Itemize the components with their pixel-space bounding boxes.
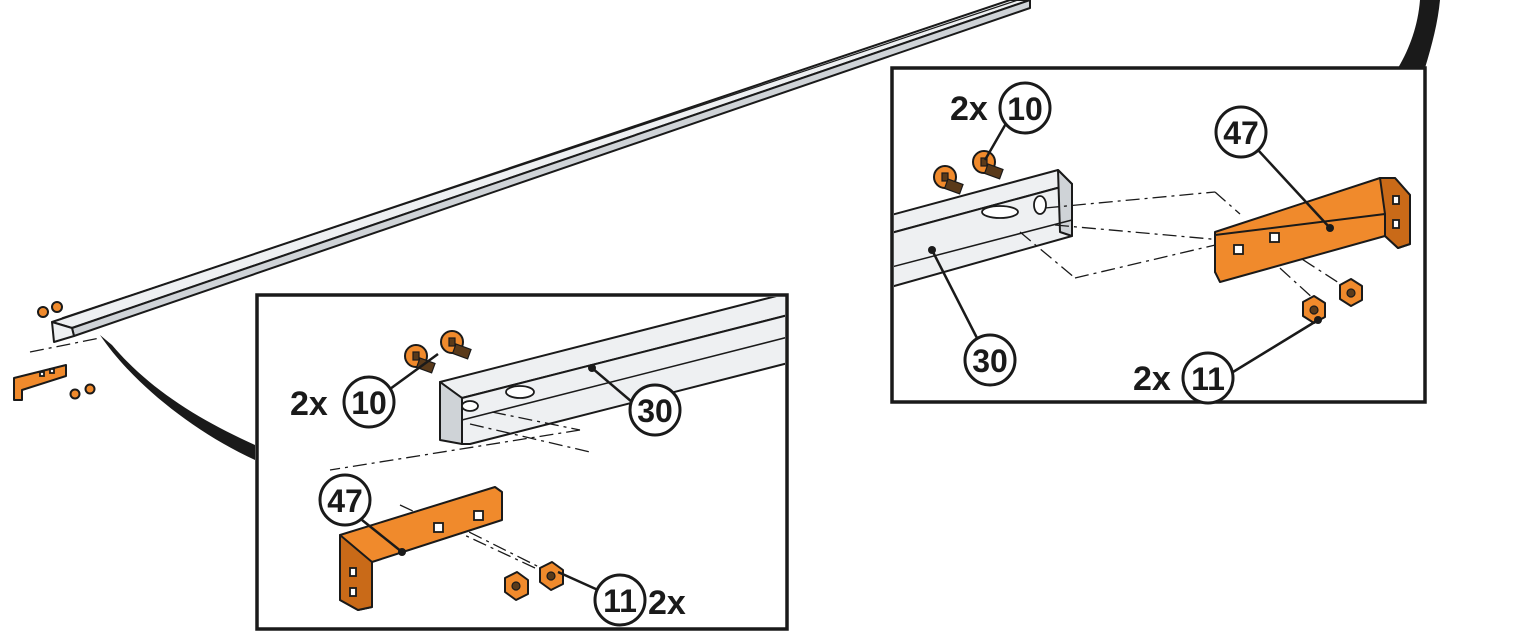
bracket-47-right — [1214, 177, 1411, 283]
bolt-10-right-b — [972, 150, 1004, 180]
left-rail-part-number: 30 — [637, 393, 673, 429]
bolt-10-right-a — [933, 165, 964, 195]
detail-leader-right — [1398, 0, 1440, 68]
left-bolt-part-number: 10 — [351, 385, 387, 421]
left-bolt-qty: 2x — [290, 385, 328, 423]
right-rail-part-number: 30 — [972, 343, 1008, 379]
long-rail-overview — [51, 0, 1031, 343]
nut-11-right-b — [1339, 278, 1363, 307]
nut-11-left-a — [504, 571, 529, 601]
left-bracket-part-number: 47 — [327, 483, 363, 519]
left-nut-qty: 2x — [648, 584, 686, 622]
right-bolt-qty: 2x — [950, 90, 988, 128]
detail-box-left — [255, 293, 789, 631]
overview-hardware — [13, 301, 101, 401]
right-bolt-part-number: 10 — [1007, 91, 1043, 127]
right-bracket-part-number: 47 — [1223, 115, 1259, 151]
nut-11-right-a — [1302, 295, 1326, 324]
left-callouts: 2x 10 30 47 11 2x — [290, 352, 686, 627]
detail-box-right — [890, 66, 1427, 404]
bracket-47-left — [339, 486, 503, 611]
bolt-10-left-a — [404, 344, 436, 374]
nut-11-left-b — [539, 561, 564, 591]
bolt-10-left-b — [440, 330, 472, 360]
right-nut-qty: 2x — [1133, 360, 1171, 398]
left-nut-part-number: 11 — [603, 583, 637, 619]
detail-leader-left — [100, 335, 255, 460]
right-nut-part-number: 11 — [1191, 361, 1225, 397]
right-callouts: 2x 10 47 30 2x 11 — [928, 81, 1334, 405]
